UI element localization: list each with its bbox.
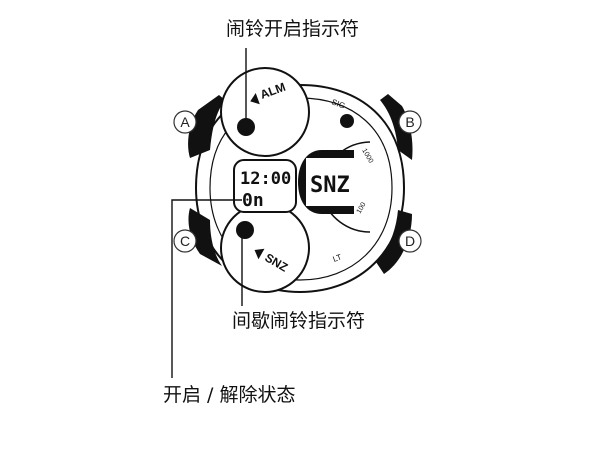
snooze-indicator-dot bbox=[236, 221, 254, 239]
main-lcd: SNZ 1000 100 bbox=[298, 141, 374, 233]
snooze-subdial: SNZ bbox=[220, 203, 310, 293]
on-off-status-label: 开启 / 解除状态 bbox=[163, 384, 296, 406]
button-c-label: C bbox=[173, 229, 197, 253]
button-b-pusher bbox=[380, 94, 413, 160]
sig-dot bbox=[340, 114, 354, 128]
button-b-label: B bbox=[398, 110, 422, 134]
lcd-status: 0n bbox=[242, 190, 264, 211]
button-c-pusher bbox=[188, 208, 222, 266]
button-a-pusher bbox=[188, 95, 225, 158]
alm-pointer-icon bbox=[250, 92, 260, 105]
alarm-on-indicator-dot bbox=[237, 118, 255, 136]
lcd-main: SNZ bbox=[310, 173, 350, 198]
snz-pointer-icon bbox=[254, 248, 265, 260]
alarm-subdial: ALM bbox=[220, 67, 310, 157]
snooze-alarm-indicator-label: 间歇闹铃指示符 bbox=[232, 310, 366, 332]
lt-mark: LT bbox=[332, 252, 343, 263]
svg-text:D: D bbox=[405, 233, 415, 249]
alarm-on-indicator-label: 闹铃开启指示符 bbox=[226, 18, 360, 40]
scale-100: 100 bbox=[356, 201, 368, 215]
svg-text:B: B bbox=[405, 114, 414, 130]
button-d-label: D bbox=[398, 229, 422, 253]
time-lcd: 12:00 0n bbox=[233, 159, 297, 213]
button-a-label: A bbox=[173, 110, 197, 134]
leader-status bbox=[171, 199, 242, 378]
lcd-time: 12:00 bbox=[240, 169, 291, 189]
svg-text:A: A bbox=[180, 114, 190, 130]
button-d-pusher bbox=[376, 210, 412, 274]
svg-text:C: C bbox=[180, 233, 190, 249]
leader-lines bbox=[171, 48, 247, 378]
sig-mark: SIG bbox=[330, 97, 346, 110]
